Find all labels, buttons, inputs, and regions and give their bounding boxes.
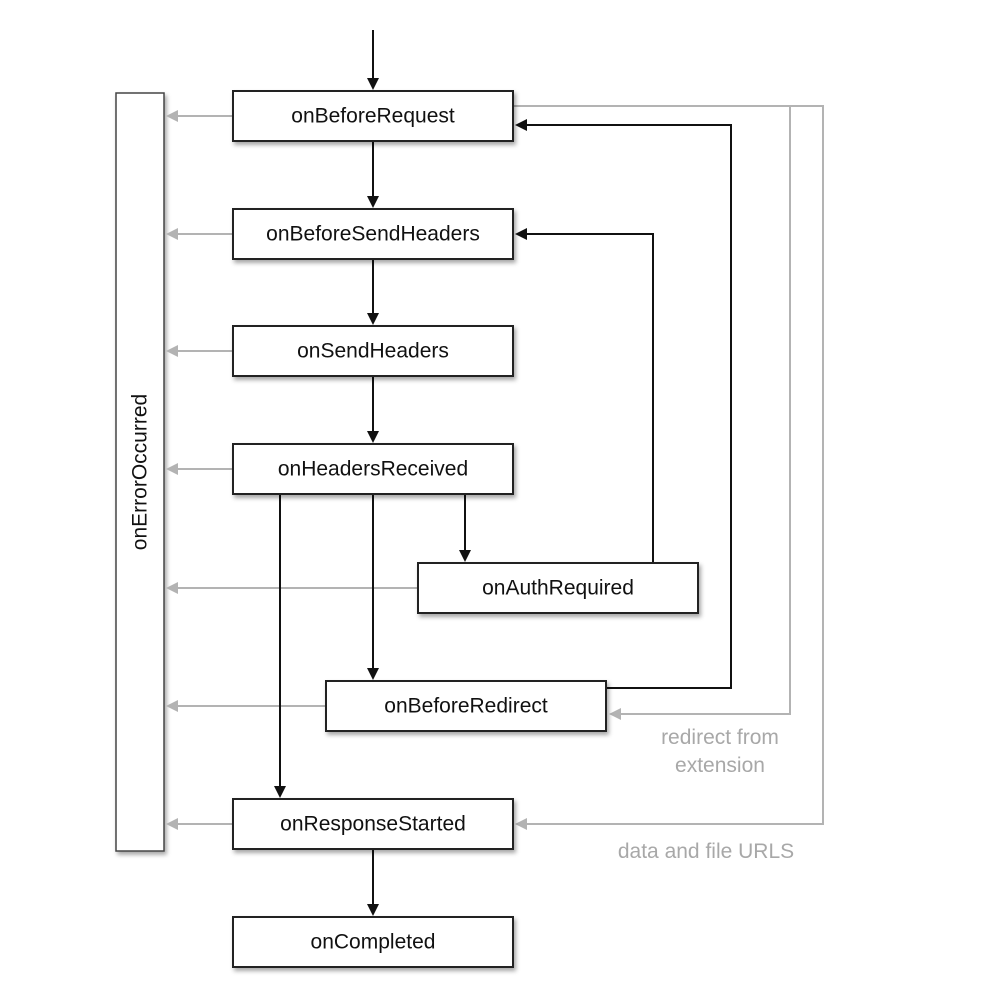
redirect-from-extension-note-line2: extension (675, 754, 765, 777)
error-arrows (166, 110, 418, 830)
event-response-started: onResponseStarted (232, 798, 514, 850)
event-label: onBeforeSendHeaders (266, 223, 480, 246)
event-send-headers: onSendHeaders (232, 325, 514, 377)
event-label: onAuthRequired (482, 577, 634, 600)
event-before-send-headers: onBeforeSendHeaders (232, 208, 514, 260)
event-label: onSendHeaders (297, 340, 449, 363)
extension-paths (513, 105, 824, 830)
event-auth-required: onAuthRequired (417, 562, 699, 614)
arrow-auth-to-before-send-headers (515, 228, 654, 563)
data-file-urls-note: data and file URLS (618, 840, 794, 863)
error-occurred-label: onErrorOccurred (129, 394, 152, 550)
event-before-redirect: onBeforeRedirect (325, 680, 607, 732)
event-label: onBeforeRequest (291, 105, 455, 128)
event-before-request: onBeforeRequest (232, 90, 514, 142)
event-headers-received: onHeadersReceived (232, 443, 514, 495)
redirect-from-extension-note-line1: redirect from (661, 726, 779, 749)
event-label: onHeadersReceived (278, 458, 468, 481)
flow-arrows (274, 30, 732, 916)
redirect-from-extension-arrow (513, 105, 791, 720)
error-occurred-bar: onErrorOccurred (115, 92, 165, 852)
event-label: onResponseStarted (280, 813, 466, 836)
event-completed: onCompleted (232, 916, 514, 968)
data-file-urls-arrow (513, 105, 824, 830)
arrow-redirect-to-before-request (515, 119, 732, 689)
event-label: onBeforeRedirect (384, 695, 548, 718)
event-label: onCompleted (311, 931, 436, 954)
